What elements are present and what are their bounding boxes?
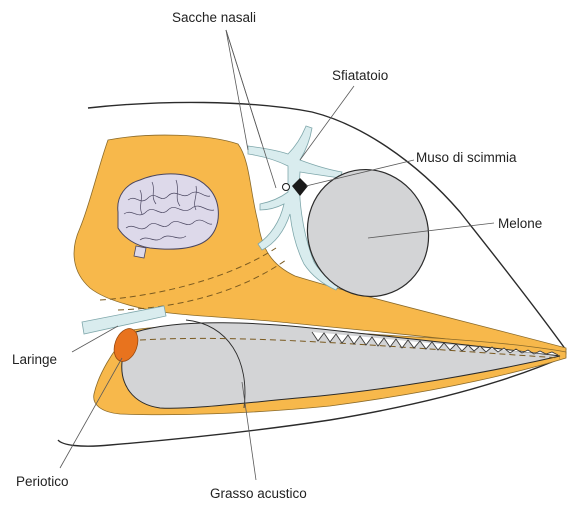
label-melon: Melone xyxy=(498,216,542,231)
monkey-lips-bursa xyxy=(283,184,290,191)
label-periotic: Periotico xyxy=(16,474,69,489)
label-monkey-lips: Muso di scimmia xyxy=(416,150,517,165)
label-nasal-sacs: Sacche nasali xyxy=(172,10,256,25)
label-larynx: Laringe xyxy=(12,352,57,367)
label-blowhole: Sfiatatoio xyxy=(332,68,388,83)
brain-outline xyxy=(118,174,219,249)
brain-stem xyxy=(134,246,146,258)
label-acoustic-fat: Grasso acustico xyxy=(210,486,307,501)
